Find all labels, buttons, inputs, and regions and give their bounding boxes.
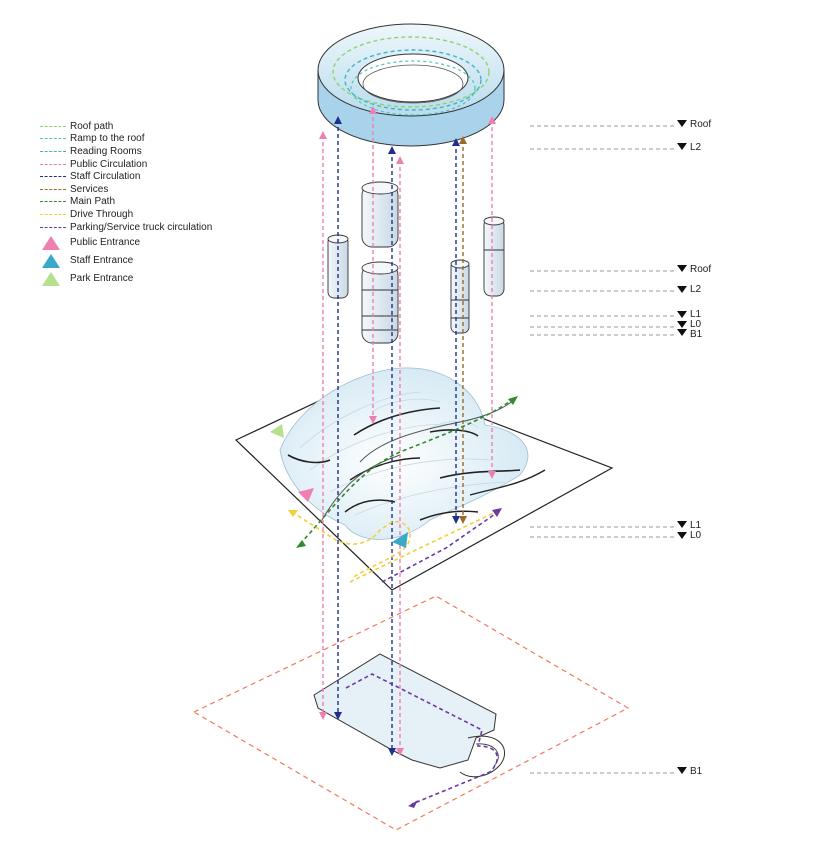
legend-item-public-circulation: Public Circulation bbox=[40, 158, 250, 171]
legend-line-swatch bbox=[40, 188, 66, 190]
legend-item-reading-rooms: Reading Rooms bbox=[40, 145, 250, 158]
legend-line-swatch bbox=[40, 176, 66, 178]
legend-label: Public Circulation bbox=[70, 158, 148, 170]
legend-item-staff-entrance: Staff Entrance bbox=[40, 252, 250, 269]
legend-label: Ramp to the roof bbox=[70, 133, 145, 145]
legend-line-swatch bbox=[40, 213, 66, 215]
level-label-l1-low: L1 bbox=[690, 520, 702, 531]
plan-arrowheads bbox=[288, 396, 518, 808]
legend-label: Park Entrance bbox=[70, 273, 134, 285]
legend-item-public-entrance: Public Entrance bbox=[40, 234, 250, 251]
vertical-arrowheads bbox=[319, 106, 496, 756]
roof-ring bbox=[317, 23, 505, 147]
legend-label: Staff Entrance bbox=[70, 255, 134, 267]
park-entrance-marker bbox=[270, 424, 284, 438]
legend-item-park-entrance: Park Entrance bbox=[40, 270, 250, 287]
basement-plan bbox=[192, 595, 630, 831]
level-label-l2-top: L2 bbox=[690, 142, 702, 153]
legend-item-services: Services bbox=[40, 183, 250, 196]
level-marker-triangles bbox=[677, 120, 687, 774]
legend-label: Main Path bbox=[70, 196, 116, 208]
triangle-marker-icon bbox=[42, 235, 60, 250]
level-label-b1-low: B1 bbox=[690, 766, 703, 777]
legend-label: Public Entrance bbox=[70, 237, 141, 249]
triangle-marker-icon bbox=[42, 253, 60, 268]
reading-room-pods bbox=[327, 181, 505, 344]
ground-paths bbox=[291, 399, 513, 805]
legend-line-swatch bbox=[40, 125, 66, 127]
legend-line-swatch bbox=[40, 163, 66, 165]
level-markers bbox=[530, 125, 676, 774]
legend-item-parking-service-truck-circulation: Parking/Service truck circulation bbox=[40, 221, 250, 234]
level-label-l2-mid: L2 bbox=[690, 284, 702, 295]
level-label-roof-mid: Roof bbox=[690, 264, 711, 275]
public-entrance-marker bbox=[298, 488, 314, 502]
legend-item-staff-circulation: Staff Circulation bbox=[40, 170, 250, 183]
vertical-circulation bbox=[322, 110, 493, 752]
legend-item-main-path: Main Path bbox=[40, 196, 250, 209]
level-label-b1-mid: B1 bbox=[690, 329, 703, 340]
ground-plane bbox=[234, 367, 614, 591]
legend-item-ramp-to-the-roof: Ramp to the roof bbox=[40, 133, 250, 146]
legend-line-swatch bbox=[40, 201, 66, 203]
level-label-l1-mid: L1 bbox=[690, 309, 702, 320]
legend-item-roof-path: Roof path bbox=[40, 120, 250, 133]
legend-label: Parking/Service truck circulation bbox=[70, 221, 213, 233]
legend-label: Roof path bbox=[70, 120, 114, 132]
level-label-l0-low: L0 bbox=[690, 530, 702, 541]
legend-label: Staff Circulation bbox=[70, 171, 141, 183]
level-label-roof-top: Roof bbox=[690, 119, 711, 130]
staff-entrance-marker bbox=[392, 532, 408, 548]
entrance-markers bbox=[270, 424, 408, 548]
legend-line-swatch bbox=[40, 226, 66, 228]
legend-label: Reading Rooms bbox=[70, 145, 142, 157]
legend-line-swatch bbox=[40, 138, 66, 140]
legend-label: Services bbox=[70, 183, 109, 195]
level-label-l0-mid: L0 bbox=[690, 319, 702, 330]
triangle-marker-icon bbox=[42, 271, 60, 286]
legend-item-drive-through: Drive Through bbox=[40, 208, 250, 221]
legend-label: Drive Through bbox=[70, 208, 134, 220]
legend-line-swatch bbox=[40, 150, 66, 152]
level-labels: Roof L2 Roof L2 L1 L0 B1 L1 L0 B1 bbox=[690, 119, 711, 777]
